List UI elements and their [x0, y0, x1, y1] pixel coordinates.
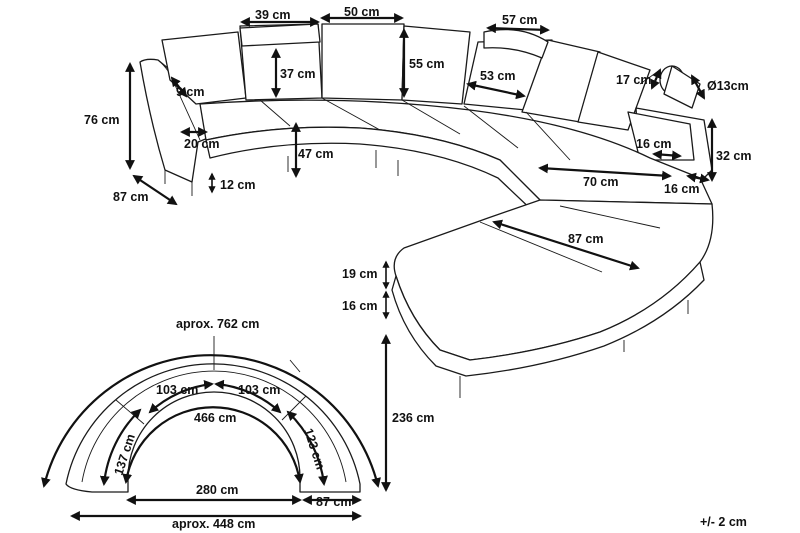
dim-corner-headrest-width: 57 cm [502, 13, 537, 27]
sofa-dimension-labels: 39 cm 50 cm 57 cm 37 cm 55 cm 53 cm 9 cm… [84, 5, 751, 425]
dim-headrest-height: 37 cm [280, 67, 315, 81]
dim-inner-width: 280 cm [196, 483, 238, 497]
dim-chaise-length: 236 cm [392, 411, 434, 425]
dim-cushion-width: 50 cm [344, 5, 379, 19]
dim-module-right-top: 103 cm [238, 383, 280, 397]
dim-seat-depth: 70 cm [583, 175, 618, 189]
dim-cushion-height: 55 cm [409, 57, 444, 71]
dim-arm-width: 20 cm [184, 137, 219, 151]
dim-leg-height: 12 cm [220, 178, 255, 192]
dim-inner-arc: 466 cm [194, 411, 236, 425]
plan-dimension-labels: aprox. 762 cm 103 cm 103 cm 466 cm 137 c… [112, 317, 352, 531]
back-cushion-7 [577, 51, 651, 131]
sofa-dimension-arrows [125, 13, 717, 492]
dim-end-depth: 87 cm [316, 495, 351, 509]
dim-end-thickness: 16 cm [664, 182, 699, 196]
chaise-base [391, 261, 705, 377]
plan-view [41, 336, 381, 521]
dim-total-width: aprox. 448 cm [172, 517, 255, 531]
dim-total-height: 76 cm [84, 113, 119, 127]
plan-outer-arc-arrow [41, 354, 381, 488]
dim-chaise-cushion: 19 cm [342, 267, 377, 281]
dim-chaise-base: 16 cm [342, 299, 377, 313]
dim-depth: 87 cm [113, 190, 148, 204]
dim-back-height: 32 cm [716, 149, 751, 163]
dim-corner-depth: 53 cm [480, 69, 515, 83]
dim-pillow-diameter: Ø13cm [707, 79, 749, 93]
dim-module-left-top: 103 cm [156, 383, 198, 397]
dim-chaise-depth: 87 cm [568, 232, 603, 246]
dim-pillow-width: 17 cm [616, 73, 651, 87]
chaise-seat [393, 199, 714, 361]
dim-outer-arc: aprox. 762 cm [176, 317, 259, 331]
tolerance-note: +/- 2 cm [700, 515, 747, 529]
dim-headrest-width: 39 cm [255, 8, 290, 22]
dim-armrest-thickness: 9 cm [176, 85, 205, 99]
dim-seat-height: 47 cm [298, 147, 333, 161]
headrest-left [239, 23, 321, 47]
back-cushion-3 [321, 23, 405, 101]
dim-pillow-depth: 16 cm [636, 137, 671, 151]
